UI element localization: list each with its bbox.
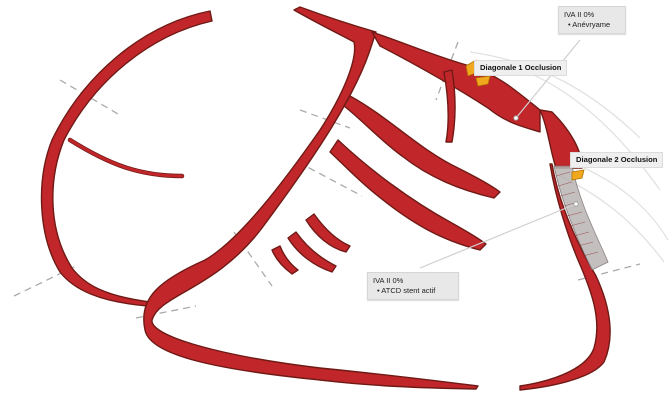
- callout-stent-title: IVA II 0%: [373, 276, 403, 285]
- dashed-guides: [14, 42, 640, 318]
- callout-aneurysm-title: IVA II 0%: [564, 10, 594, 19]
- leader-dot-aneurysm: [514, 116, 518, 120]
- label-diagonale-2-occlusion: Diagonale 2 Occlusion: [570, 152, 663, 168]
- left-arc-branch: [70, 140, 182, 176]
- septal-branch-1: [306, 214, 350, 252]
- callout-aneurysm-bullet: • Anévryame: [564, 20, 620, 30]
- leader-dot-stent: [574, 202, 578, 206]
- left-arc-vessel: [42, 11, 212, 306]
- septal-small-branch: [444, 70, 455, 142]
- callout-aneurysm: IVA II 0% • Anévryame: [558, 6, 626, 34]
- label-diagonale-1-occlusion: Diagonale 1 Occlusion: [474, 60, 567, 76]
- callout-stent: IVA II 0% • ATCD stent actif: [367, 272, 459, 300]
- leader-aneurysm: [516, 40, 580, 118]
- septal-branch-3: [272, 246, 298, 274]
- callout-stent-bullet: • ATCD stent actif: [373, 286, 453, 296]
- left-arc-branch-core: [70, 140, 182, 176]
